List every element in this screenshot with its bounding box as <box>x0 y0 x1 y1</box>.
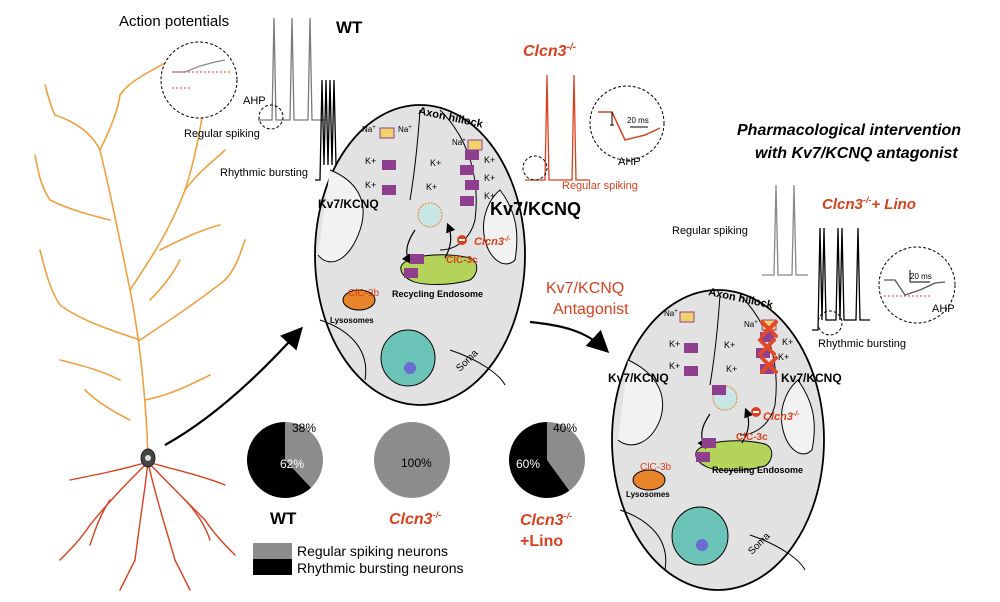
cell-wt-kv7-right: Kv7/KCNQ <box>490 199 581 219</box>
pie-lino-regular-label: 40% <box>553 421 577 435</box>
clcn3-ahp-callout <box>522 155 548 181</box>
cell-wt-lysosomes: Lysosomes <box>330 316 374 325</box>
lino-regular-label: Regular spiking <box>672 225 748 237</box>
pie-charts <box>246 422 585 499</box>
clcn3-ahp-inset <box>589 85 665 161</box>
pie-clcn3-label: 100% <box>401 456 432 470</box>
cell-wt-na2: Na+ <box>398 125 412 134</box>
pie-2-slice-1 <box>508 422 570 499</box>
pie-wt-title: WT <box>270 509 297 528</box>
cell-wt-kv7-left: Kv7/KCNQ <box>318 197 379 211</box>
wt-bursting-trace <box>315 79 338 181</box>
cell-lino-clcn3: Clcn3-/- <box>763 411 800 423</box>
cell-lino-k2: K+ <box>669 361 680 371</box>
cell-lino-k4: K+ <box>726 364 737 374</box>
pharm-title-2: with Kv7/KCNQ antagonist <box>755 145 958 162</box>
cell-lino-k6: K+ <box>778 352 789 362</box>
pie-0-slice-1 <box>246 422 312 499</box>
wt-ahp-label: AHP <box>243 95 266 107</box>
cell-lino-k3: K+ <box>724 340 735 350</box>
lino-ahp-inset <box>878 246 956 324</box>
cell-lino-na2: Na+ <box>744 320 758 329</box>
lino-scale-bar: 20 ms <box>910 272 932 281</box>
antagonist-block-marks <box>758 320 778 374</box>
cell-wt-clcn3: Clcn3-/- <box>474 236 511 248</box>
pie-2-slice-0 <box>547 422 585 491</box>
pie-1-slice-0 <box>374 422 450 498</box>
lino-ahp-label: AHP <box>932 303 955 315</box>
cell-wt-k6: K+ <box>484 173 495 183</box>
cell-lino-kv7-right: Kv7/KCNQ <box>781 371 842 385</box>
neuron-illustration <box>34 49 246 591</box>
cell-lino-clc3b: ClC-3b <box>640 462 672 473</box>
cell-wt-k3: K+ <box>430 158 441 168</box>
lino-title: Clcn3-/-+ Lino <box>822 195 916 213</box>
legend-regular-swatch <box>253 543 292 559</box>
cell-wt-k4: K+ <box>426 182 437 192</box>
clcn3-regular-label: Regular spiking <box>562 180 638 192</box>
wt-ahp-callout <box>258 104 284 130</box>
clcn3-regular-trace <box>525 74 590 181</box>
pharm-title-1: Pharmacological intervention <box>737 122 961 139</box>
legend-bursting-label: Rhythmic bursting neurons <box>297 560 464 576</box>
neuron-to-cell-arrow <box>164 326 303 446</box>
pie-wt-regular-label: 38% <box>292 421 316 435</box>
cell-wt-endosome-label: Recycling Endosome <box>392 289 483 299</box>
clcn3-ahp-label: AHP <box>618 156 641 168</box>
cell-wt-na3: Na+ <box>452 138 466 147</box>
lino-ahp-callout <box>817 310 843 336</box>
antagonist-line2: Antagonist <box>553 301 629 318</box>
pie-lino-title: Clcn3-/- <box>520 511 572 529</box>
pie-clcn3-title: Clcn3-/- <box>389 510 441 528</box>
antagonist-line1: Kv7/KCNQ <box>546 280 624 297</box>
lino-bursting-label: Rhythmic bursting <box>818 338 906 350</box>
legend-regular-label: Regular spiking neurons <box>297 543 448 559</box>
cell-wt-k1: K+ <box>365 156 376 166</box>
clcn3-scale-bar: 20 ms <box>627 116 649 125</box>
wt-regular-label: Regular spiking <box>184 128 260 140</box>
cell-lino-na1: Na+ <box>664 309 678 318</box>
action-potentials-title: Action potentials <box>119 13 229 30</box>
cell-lino-k5: K+ <box>782 337 793 347</box>
cell-lino <box>611 289 825 591</box>
cell-wt-clc3c: ClC-3c <box>446 255 478 266</box>
cell-wt-k5: K+ <box>484 155 495 165</box>
cell-lino-clc3c: ClC-3c <box>736 432 768 443</box>
clcn3-ahp-inset-trace <box>598 111 661 141</box>
legend-bursting-swatch <box>253 559 292 575</box>
clcn3-title: Clcn3-/- <box>523 42 577 60</box>
lino-ahp-inset-trace <box>884 270 946 297</box>
wt-regular-trace <box>258 17 326 121</box>
wt-title: WT <box>336 18 363 37</box>
pie-lino-suffix: +Lino <box>520 533 563 550</box>
cell-wt-k2: K+ <box>365 180 376 190</box>
cell-lino-k1: K+ <box>669 339 680 349</box>
cell-wt-clc3b: ClC-3b <box>348 288 380 299</box>
pie-0-slice-0 <box>285 422 323 488</box>
lino-bursting-trace <box>812 227 870 331</box>
wt-ahp-inset-trace <box>172 59 230 89</box>
cell-lino-lysosomes: Lysosomes <box>626 490 670 499</box>
wt-ahp-inset <box>160 41 238 119</box>
pie-lino-bursting-label: 60% <box>516 457 540 471</box>
cell-wt-k7: K+ <box>484 191 495 201</box>
lino-regular-trace <box>762 184 808 276</box>
cell-lino-kv7-left: Kv7/KCNQ <box>608 371 669 385</box>
antagonist-arrow <box>529 320 610 354</box>
cell-wt-channels <box>379 127 483 278</box>
pie-wt-bursting-label: 62% <box>280 457 304 471</box>
cell-lino-endosome-label: Recycling Endosome <box>712 465 803 475</box>
wt-bursting-label: Rhythmic bursting <box>220 167 308 179</box>
cell-wt-na1: Na+ <box>362 125 376 134</box>
